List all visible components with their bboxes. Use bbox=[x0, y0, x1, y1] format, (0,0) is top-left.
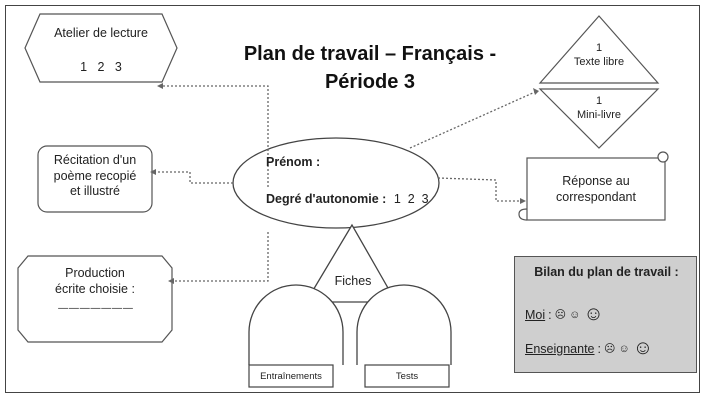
dotted-connectors bbox=[156, 85, 536, 282]
production-line-1: Production bbox=[65, 266, 125, 280]
entrainements-dome bbox=[248, 284, 344, 365]
atelier-hexagon bbox=[24, 13, 178, 83]
prenom-label: Prénom : bbox=[266, 155, 321, 169]
page-title: Plan de travail – Français - Période 3 bbox=[225, 40, 515, 96]
title-line-1: Plan de travail – Français - bbox=[243, 43, 497, 65]
reponse-text: Réponse au correspondant bbox=[527, 174, 665, 205]
production-line-2: écrite choisie : bbox=[55, 281, 135, 296]
texte-libre-number: 1 bbox=[595, 42, 603, 54]
moi-neutral-face-icon[interactable]: ☺ bbox=[569, 308, 581, 321]
texte-libre-text: 1 Texte libre bbox=[560, 42, 638, 70]
atelier-levels: 1 2 3 bbox=[80, 60, 122, 74]
center-ellipse bbox=[232, 137, 440, 229]
moi-colon: : bbox=[548, 307, 552, 322]
tests-tab-box bbox=[364, 364, 450, 388]
moi-happy-face-icon[interactable]: ☺ bbox=[583, 303, 604, 325]
recitation-line-3: et illustré bbox=[69, 184, 121, 199]
bilan-box: Bilan du plan de travail : Moi : ☹ ☺ ☺ E… bbox=[514, 256, 697, 373]
production-text: Production écrite choisie : — — — — — — … bbox=[18, 266, 172, 316]
title-line-2: Période 3 bbox=[324, 71, 416, 93]
fiches-triangle bbox=[304, 223, 398, 303]
tests-label: Tests bbox=[395, 371, 419, 382]
mini-livre-label: Mini-livre bbox=[577, 108, 621, 121]
tests-dome bbox=[356, 284, 452, 365]
mini-livre-triangle bbox=[538, 88, 660, 149]
reponse-scroll bbox=[518, 151, 669, 221]
production-dashes: — — — — — — — bbox=[58, 303, 133, 315]
bilan-title: Bilan du plan de travail : bbox=[534, 265, 679, 279]
degre-label: Degré d'autonomie : bbox=[266, 192, 387, 206]
page-border bbox=[5, 5, 700, 393]
moi-sad-face-icon[interactable]: ☹ bbox=[554, 309, 567, 321]
enseignante-colon: : bbox=[597, 341, 601, 356]
reponse-line-2: correspondant bbox=[556, 189, 636, 204]
bilan-enseignante-row: Enseignante : ☹ ☺ ☺ bbox=[525, 337, 653, 360]
texte-libre-label: Texte libre bbox=[573, 55, 625, 68]
enseignante-sad-face-icon[interactable]: ☹ bbox=[604, 343, 616, 355]
arrow-heads bbox=[150, 83, 539, 284]
mini-livre-number: 1 bbox=[595, 95, 603, 107]
entrainements-tab-box bbox=[248, 364, 334, 388]
production-box bbox=[17, 255, 173, 343]
texte-libre-triangle bbox=[538, 15, 660, 84]
mini-livre-text: 1 Mini-livre bbox=[560, 95, 638, 123]
moi-label: Moi bbox=[525, 307, 546, 322]
bilan-moi-row: Moi : ☹ ☺ ☺ bbox=[525, 303, 604, 326]
recitation-box bbox=[37, 145, 153, 213]
reponse-line-1: Réponse au bbox=[562, 174, 630, 188]
enseignante-neutral-face-icon[interactable]: ☺ bbox=[618, 342, 630, 355]
fiches-label: Fiches bbox=[334, 274, 372, 288]
recitation-text: Récitation d'un poème recopié et illustr… bbox=[38, 153, 152, 200]
atelier-label: Atelier de lecture bbox=[54, 26, 148, 40]
entrainements-label: Entraînements bbox=[260, 371, 322, 382]
recitation-line-1: Récitation d'un bbox=[53, 153, 137, 167]
degre-levels: 1 2 3 bbox=[393, 192, 429, 206]
recitation-line-2: poème recopié bbox=[53, 168, 137, 183]
enseignante-label: Enseignante bbox=[525, 341, 595, 356]
enseignante-happy-face-icon[interactable]: ☺ bbox=[632, 337, 654, 359]
degre-row: Degré d'autonomie : 1 2 3 bbox=[266, 192, 429, 208]
